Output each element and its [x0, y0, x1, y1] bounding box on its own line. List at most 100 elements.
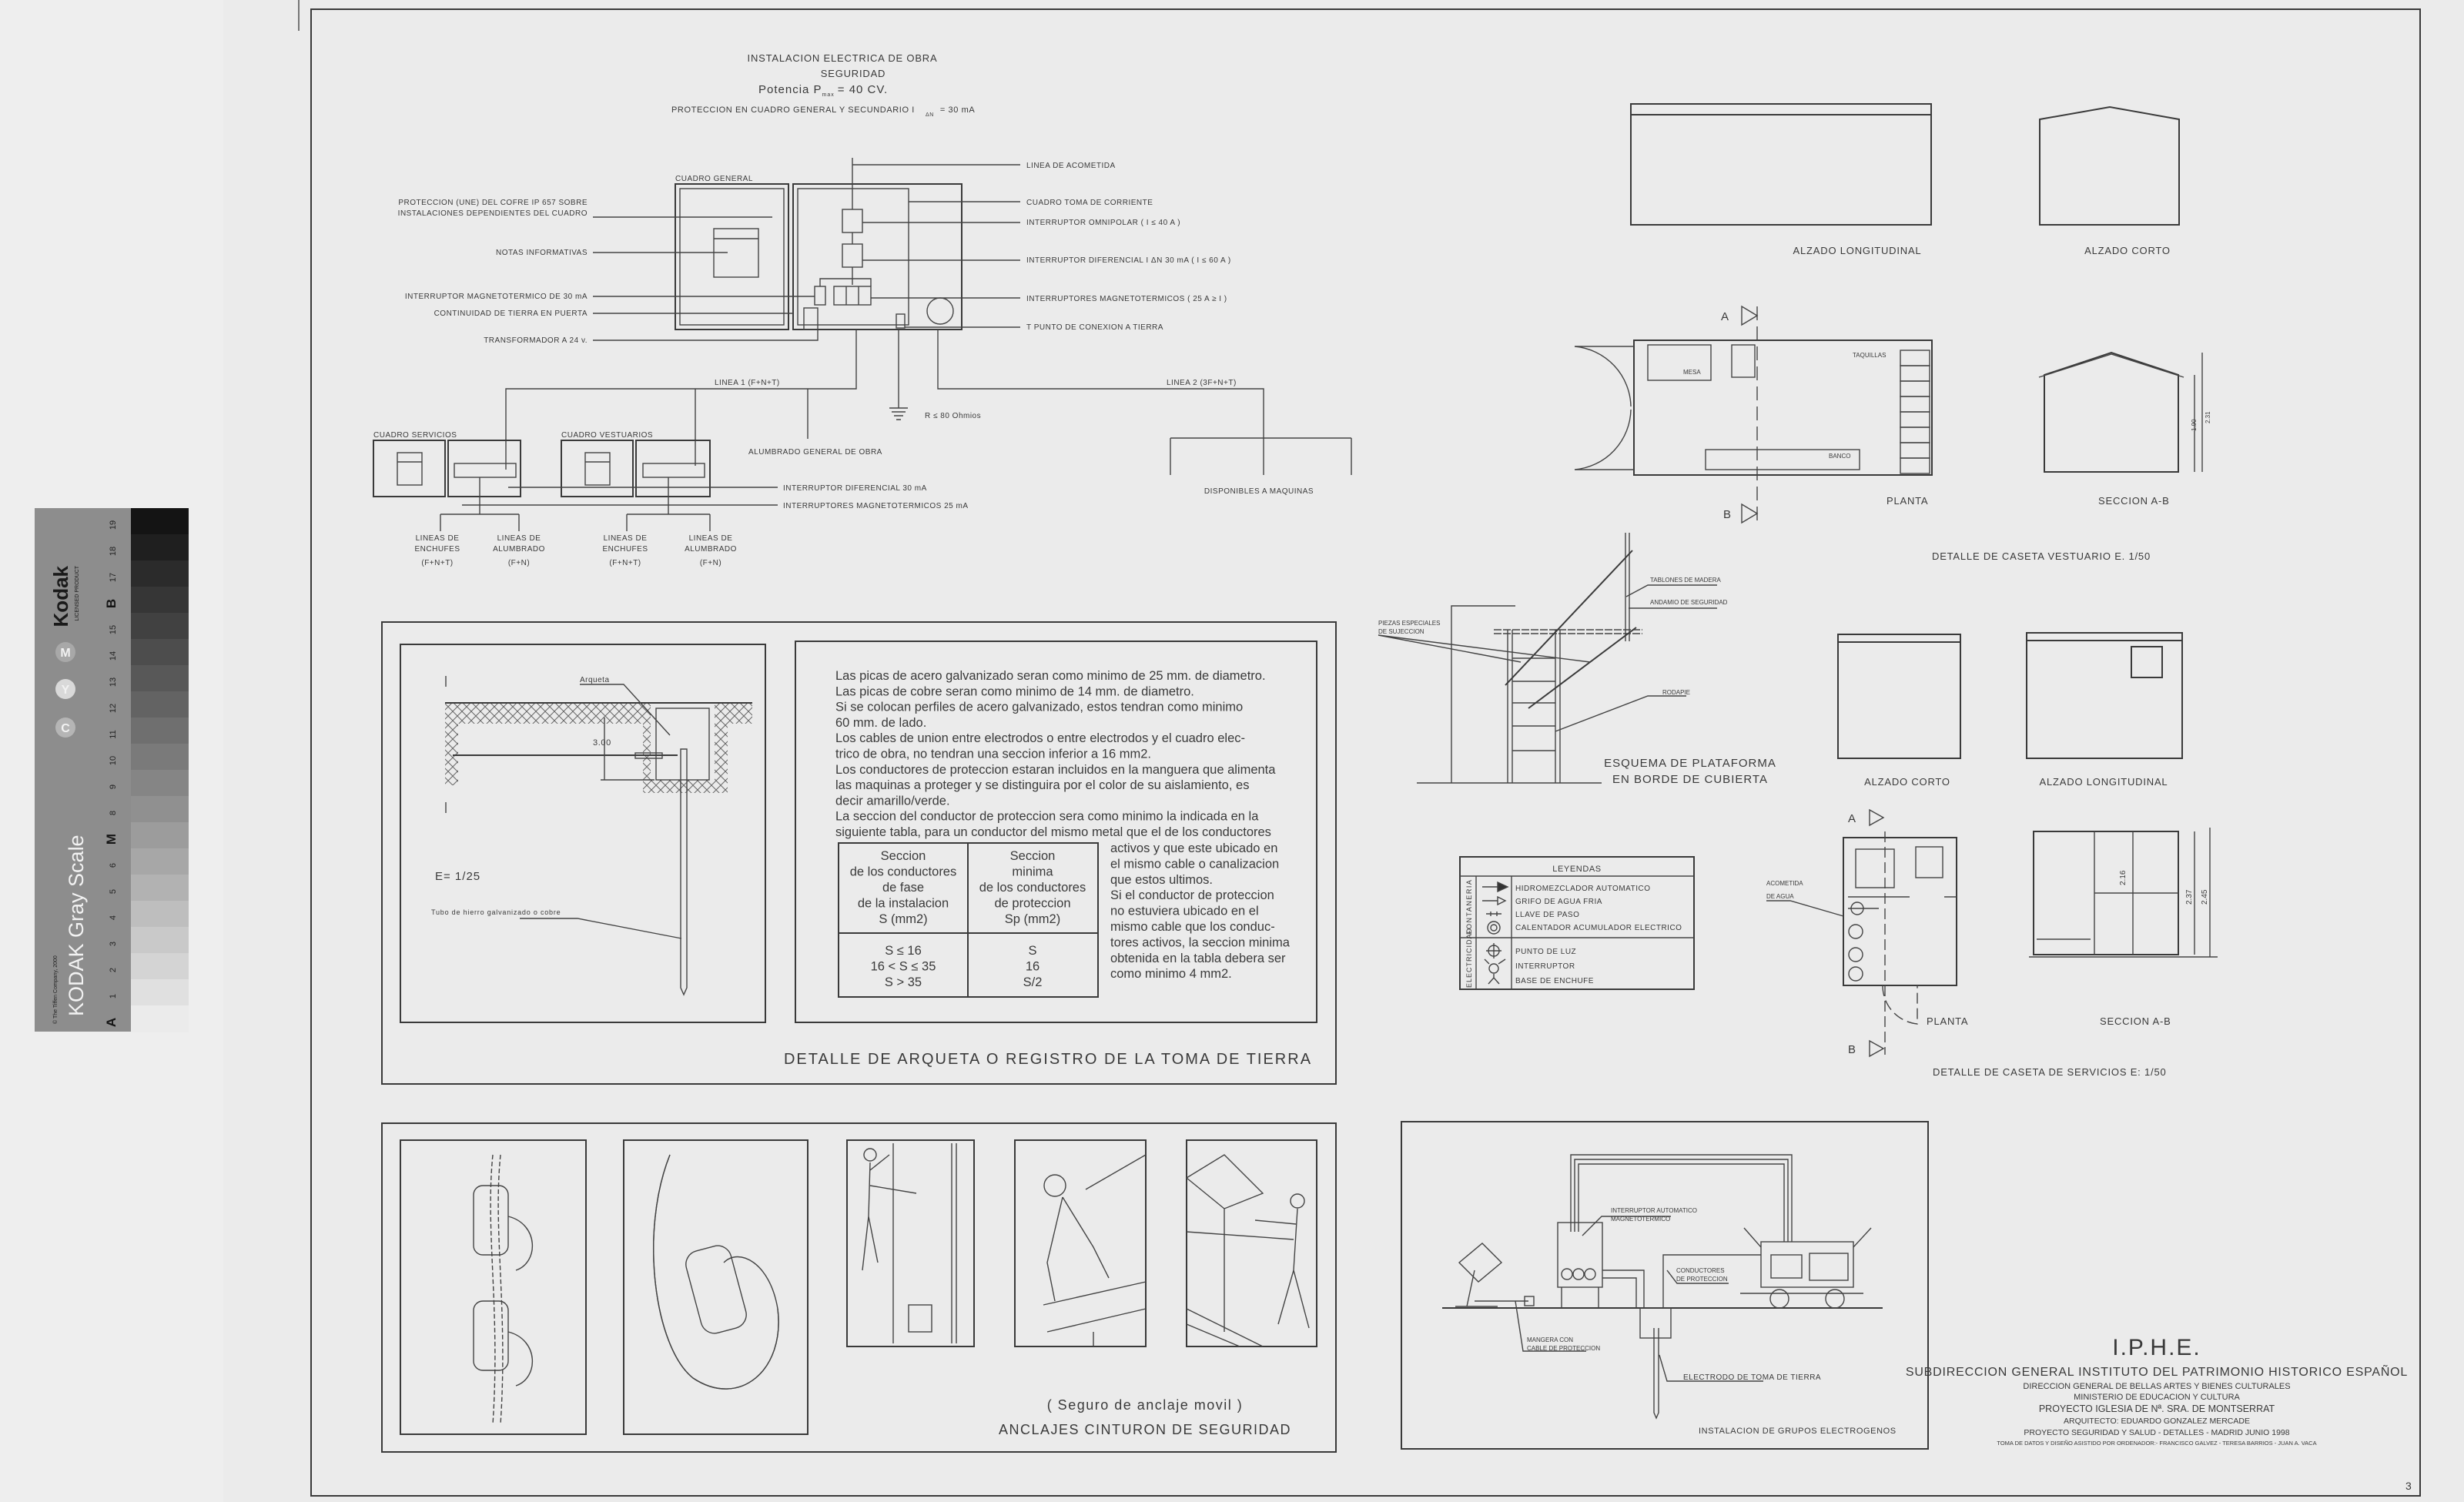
- note-side-line: como minimo 4 mm2.: [1110, 967, 1232, 981]
- branch-2-l1: LINEAS DE: [497, 534, 541, 543]
- sheet-border: [310, 8, 2421, 1497]
- label-acometida: LINEA DE ACOMETIDA: [1026, 162, 1116, 170]
- table-cell-col1: 16 < S ≤ 35: [871, 960, 936, 974]
- acometida-label-1: ACOMETIDA: [1766, 880, 1803, 887]
- acometida-label-2: DE AGUA: [1766, 893, 1794, 900]
- branch-1-l3: (F+N+T): [421, 559, 453, 567]
- step-number: 15: [109, 625, 118, 634]
- legend-item: INTERRUPTOR: [1515, 962, 1575, 971]
- table-cell-col2: S: [1028, 944, 1036, 958]
- gray-step: [131, 848, 189, 875]
- power-sub: max: [822, 92, 835, 98]
- gray-step: [131, 587, 189, 614]
- label-omnipolar: INTERRUPTOR OMNIPOLAR ( I ≤ 40 A ): [1026, 219, 1180, 227]
- step-number: M: [104, 834, 119, 845]
- gray-step: [131, 901, 189, 928]
- grifo-icon: [1482, 895, 1507, 906]
- vestuario-alzado-corto: ALZADO CORTO: [2084, 245, 2171, 256]
- section-b-label: B: [1723, 508, 1732, 521]
- table-header-col2: de proteccion: [994, 897, 1070, 911]
- title-line2: SEGURIDAD: [821, 68, 886, 79]
- step-number: 6: [109, 863, 118, 868]
- section-a-label: A: [1721, 310, 1729, 323]
- note-side-line: Si el conductor de proteccion: [1110, 888, 1274, 902]
- note-side-line: el mismo cable o canalizacion: [1110, 857, 1279, 871]
- legend-title: LEYENDAS: [1552, 865, 1602, 874]
- note-line: las maquinas a proteger y se distinguira…: [835, 778, 1249, 792]
- branch-4-l2: ALUMBRADO: [685, 545, 737, 554]
- cuadro-servicios-label: CUADRO SERVICIOS: [373, 431, 457, 440]
- arqueta-panel: Arqueta 3.00 E= 1/25 Tubo de hierro galv…: [381, 621, 1337, 1085]
- kodak-label-panel: [35, 508, 131, 1032]
- magnetotermicos-label: INTERRUPTORES MAGNETOTERMICOS 25 mA: [783, 502, 969, 510]
- step-number: 3: [109, 942, 118, 946]
- rodapie-label: RODAPIE: [1662, 689, 1690, 696]
- interruptor-icon: [1488, 963, 1499, 974]
- legend-item: PUNTO DE LUZ: [1515, 948, 1576, 956]
- table-cell-col2: S/2: [1023, 975, 1043, 989]
- piezas-label-1: PIEZAS ESPECIALES: [1378, 620, 1440, 627]
- badge-c: C: [61, 722, 70, 735]
- branch-1-l1: LINEAS DE: [416, 534, 460, 543]
- linea2-label: LINEA 2 (3F+N+T): [1167, 379, 1237, 387]
- gray-step: [131, 927, 189, 954]
- servicios-dim-245: 2.45: [2201, 889, 2209, 905]
- earth-resistance: R ≤ 80 Ohmios: [925, 412, 981, 420]
- cuadro-general-label: CUADRO GENERAL: [675, 175, 753, 183]
- gray-step: [131, 691, 189, 718]
- enchufe-icon: [1488, 974, 1500, 985]
- calentador-icon: [1487, 921, 1501, 935]
- table-header-col1: de los conductores: [850, 865, 957, 879]
- gray-step: [131, 718, 189, 744]
- electrical-schematic: CUADRO GENERAL PROTECCION (UNE) DEL COFR…: [373, 158, 1352, 567]
- plataforma-scheme: TABLONES DE MADERA ANDAMIO DE SEGURIDAD …: [1378, 533, 1776, 786]
- linea1-label: LINEA 1 (F+N+T): [715, 379, 780, 387]
- step-number: 2: [109, 968, 118, 972]
- kodak-title: KODAK Gray Scale: [65, 835, 88, 1016]
- branch-labels: LINEAS DE ENCHUFES (F+N+T) LINEAS DE ALU…: [414, 534, 736, 567]
- legend-item: CALENTADOR ACUMULADOR ELECTRICO: [1515, 924, 1682, 932]
- branch-3-l3: (F+N+T): [609, 559, 641, 567]
- conductores-label-1: CONDUCTORES: [1676, 1267, 1725, 1274]
- servicios-seccion: SECCION A-B: [2100, 1015, 2171, 1027]
- mesa-label: MESA: [1683, 369, 1701, 376]
- legend-item: BASE DE ENCHUFE: [1515, 977, 1594, 985]
- step-number: 1: [109, 994, 118, 999]
- table-cell-col1: S > 35: [885, 975, 922, 989]
- arqueta-title: DETALLE DE ARQUETA O REGISTRO DE LA TOMA…: [784, 1051, 1312, 1068]
- legend-symbols: [1482, 881, 1509, 985]
- servicios-dim-216: 2.16: [2119, 870, 2128, 885]
- step-number: 11: [109, 730, 118, 738]
- step-number: 9: [109, 784, 118, 789]
- andamio-label: ANDAMIO DE SEGURIDAD: [1650, 599, 1728, 606]
- step-number: 12: [109, 704, 118, 713]
- kodak-brand: Kodak: [49, 565, 72, 627]
- title-line: ARQUITECTO: EDUARDO GONZALEZ MERCADE: [2064, 1417, 2250, 1426]
- servicios-alzado-corto: ALZADO CORTO: [1864, 776, 1950, 788]
- arqueta-scale: E= 1/25: [435, 870, 480, 883]
- table-header-col1: de la instalacion: [858, 897, 949, 911]
- gray-step: [131, 979, 189, 1006]
- anclajes-subtitle: ( Seguro de anclaje movil ): [1047, 1397, 1244, 1413]
- label-punto-tierra: T PUNTO DE CONEXION A TIERRA: [1026, 323, 1163, 332]
- caseta-vestuario: ALZADO LONGITUDINAL ALZADO CORTO MESA TA…: [1574, 103, 2211, 562]
- step-number: 13: [109, 677, 118, 687]
- legend-item: LLAVE DE PASO: [1515, 911, 1579, 919]
- step-number: 5: [109, 889, 118, 894]
- anclajes-panel: ( Seguro de anclaje movil ) ANCLAJES CIN…: [381, 1122, 1337, 1453]
- step-number: 8: [109, 811, 118, 815]
- interruptor-label-2: MAGNETOTERMICO: [1611, 1216, 1670, 1223]
- legend-group-electricidad: ELECTRICIDAD: [1465, 928, 1473, 988]
- title-block: I.P.H.E. SUBDIRECCION GENERAL INSTITUTO …: [1906, 1335, 2412, 1492]
- vestuario-seccion: SECCION A-B: [2098, 495, 2170, 507]
- grupos-title: INSTALACION DE GRUPOS ELECTROGENOS: [1699, 1427, 1897, 1436]
- branch-2-l2: ALUMBRADO: [493, 545, 545, 554]
- anclajes-title: ANCLAJES CINTURON DE SEGURIDAD: [999, 1422, 1291, 1437]
- gray-step: [131, 613, 189, 640]
- gray-step: [131, 560, 189, 587]
- gray-step: [131, 508, 189, 535]
- interruptor-label-1: INTERRUPTOR AUTOMATICO: [1611, 1207, 1697, 1214]
- vestuario-alzado-longitudinal: ALZADO LONGITUDINAL: [1793, 245, 1922, 256]
- figure-worker-wall: [846, 1139, 975, 1347]
